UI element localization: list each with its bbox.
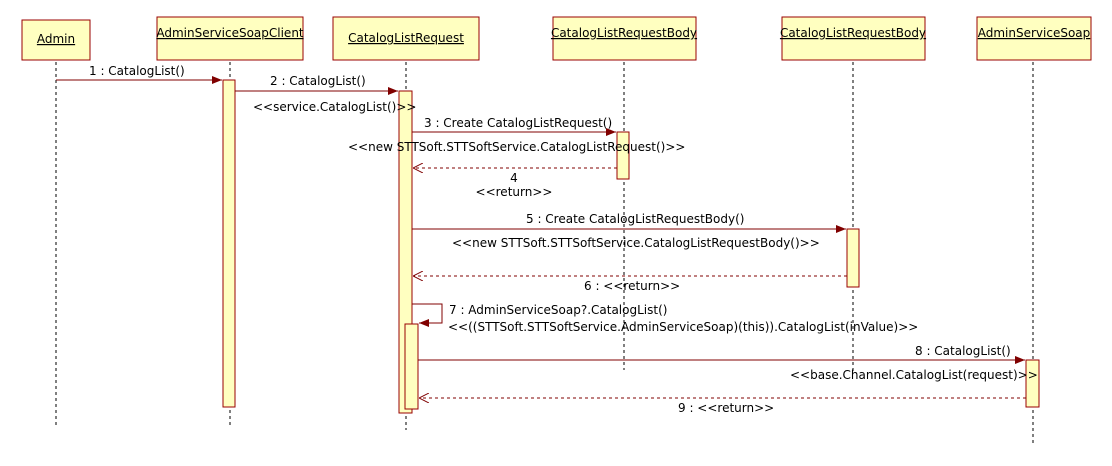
participant-body1-label: CatalogListRequestBody (551, 26, 697, 40)
participant-soap-label: AdminServiceSoap (978, 26, 1091, 40)
participant-client[interactable]: AdminServiceSoapClient (156, 16, 304, 61)
participant-body2[interactable]: CatalogListRequestBody (780, 16, 926, 61)
message-7-label: 7 : AdminServiceSoap?.CatalogList() (449, 303, 667, 317)
participant-body2-label: CatalogListRequestBody (780, 26, 926, 40)
message-2-label: 2 : CatalogList() (270, 74, 366, 88)
participant-client-label: AdminServiceSoapClient (156, 26, 304, 40)
activation-soap (1025, 359, 1040, 408)
participant-body1[interactable]: CatalogListRequestBody (551, 16, 697, 61)
activation-request-nested (404, 323, 419, 410)
message-3-stereotype: <<new STTSoft.STTSoftService.CatalogList… (348, 140, 685, 154)
participant-admin[interactable]: Admin (21, 19, 91, 61)
message-8-label: 8 : CatalogList() (915, 344, 1011, 358)
message-9-label: 9 : <<return>> (678, 401, 774, 415)
message-1-label: 1 : CatalogList() (89, 64, 185, 78)
message-5-label: 5 : Create CatalogListRequestBody() (526, 212, 744, 226)
participant-request[interactable]: CatalogListRequest (332, 16, 480, 61)
message-7-stereotype: <<((STTSoft.STTSoftService.AdminServiceS… (448, 320, 918, 334)
activation-body1 (616, 131, 630, 180)
participant-soap[interactable]: AdminServiceSoap (976, 16, 1092, 61)
message-7-arrow (412, 303, 443, 327)
activation-body2 (846, 228, 860, 288)
activation-client (222, 79, 236, 408)
participant-request-label: CatalogListRequest (348, 31, 464, 45)
message-8-stereotype: <<base.Channel.CatalogList(request)>> (790, 368, 1038, 382)
message-4-label: 4 (510, 171, 518, 185)
participant-admin-label: Admin (37, 32, 75, 46)
message-6-label: 6 : <<return>> (584, 279, 680, 293)
message-4-stereotype: <<return>> (476, 185, 553, 199)
message-3-label: 3 : Create CatalogListRequest() (424, 116, 612, 130)
message-5-stereotype: <<new STTSoft.STTSoftService.CatalogList… (452, 236, 820, 250)
message-2-stereotype: <<service.CatalogList()>> (253, 100, 416, 114)
